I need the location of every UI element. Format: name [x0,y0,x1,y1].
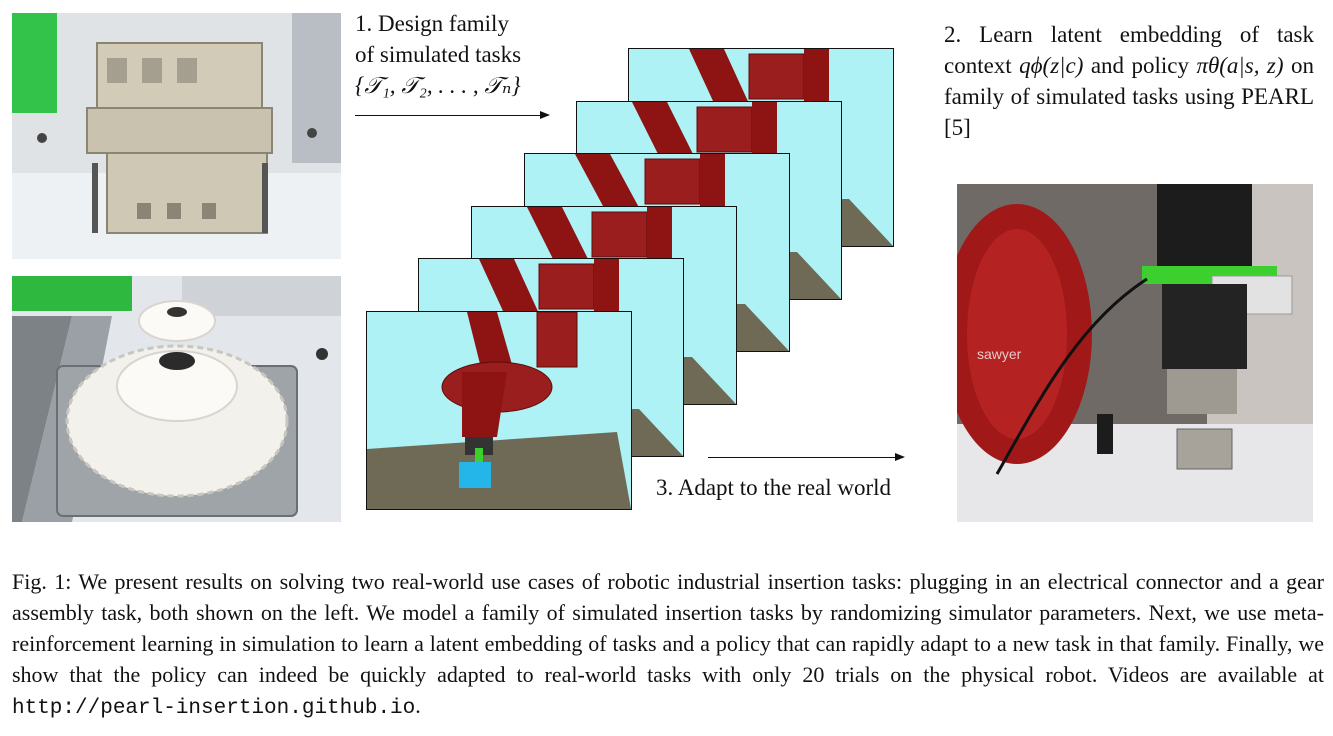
robot-brand-label: sawyer [977,346,1022,362]
caption-end: . [415,693,421,718]
sim-frame-1 [366,311,632,510]
step1-line2: of simulated tasks [355,42,522,67]
connector-photo [12,13,341,259]
step1-task-set: {𝒯₁, 𝒯₂, . . . , 𝒯ₙ} [355,73,521,98]
step1-line1: 1. Design family [355,11,509,36]
caption-url[interactable]: http://pearl-insertion.github.io [12,697,416,720]
step1-label: 1. Design family of simulated tasks {𝒯₁,… [355,8,555,101]
figure-caption: Fig. 1: We present results on solving tw… [12,566,1324,724]
step3-arrow [708,453,905,461]
step2-label: 2. Learn latent embedding of task contex… [944,19,1314,143]
step2-text-a: 2. Learn latent embedding of task contex… [944,22,1314,78]
step2-math-pi: πθ(a|s, z) [1196,53,1284,78]
step3-label: 3. Adapt to the real world [656,475,892,500]
step1-arrow [355,111,550,119]
step2-text-b: and policy [1083,53,1197,78]
step2-text-c: on family of simulated tasks using PEARL… [944,53,1314,140]
real-robot-photo: sawyer [957,184,1313,522]
caption-text: Fig. 1: We present results on solving tw… [12,569,1324,687]
step2-math-q: qϕ(z|c) [1019,53,1084,78]
gear-photo [12,276,341,522]
